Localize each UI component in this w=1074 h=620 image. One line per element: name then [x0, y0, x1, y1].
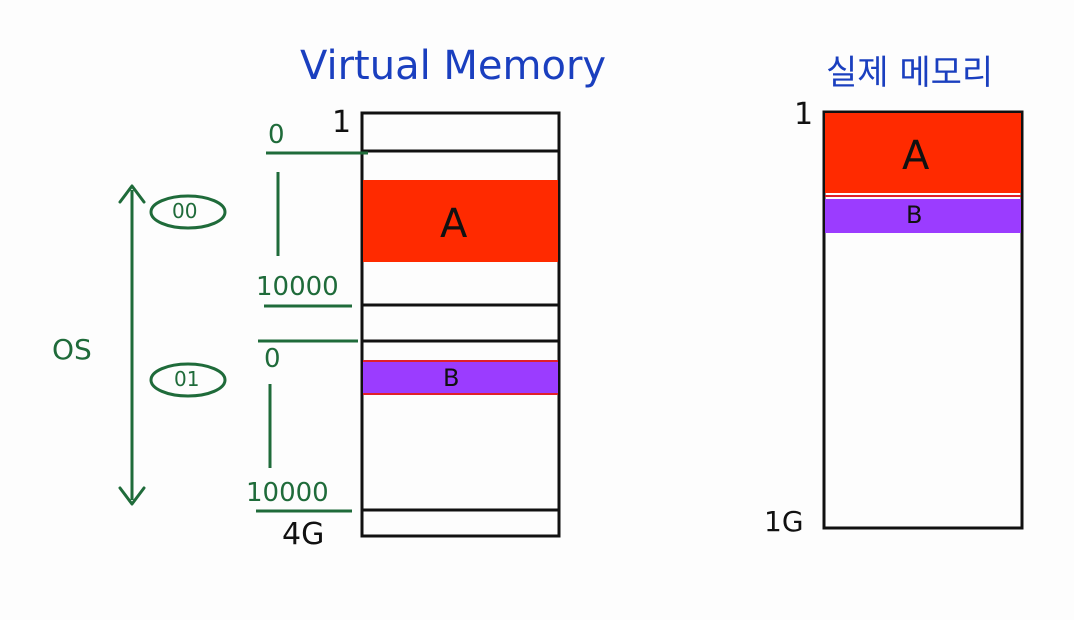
page-00-ellipse [149, 194, 227, 230]
virtual-segment-b [363, 361, 558, 394]
physical-segment-a-label: A [902, 133, 930, 179]
virtual-top-label: 1 [332, 105, 352, 140]
page-01-ellipse [149, 362, 227, 398]
virtual-memory-title: Virtual Memory [300, 43, 607, 89]
physical-segment-b-label: B [906, 201, 923, 229]
virtual-bottom-label: 4G [282, 517, 325, 552]
physical-bottom-label: 1G [764, 505, 804, 538]
page-01-end: 10000 [246, 478, 329, 508]
page-01-start: 0 [264, 344, 281, 374]
page-00-end: 10000 [256, 272, 339, 302]
os-arrow-head-down [118, 486, 146, 506]
virtual-segment-a [363, 180, 558, 262]
physical-top-label: 1 [794, 97, 814, 132]
virtual-memory-box [360, 111, 561, 538]
page-00-start: 0 [268, 120, 285, 150]
physical-segment-b [825, 199, 1021, 233]
page-01-id: 01 [174, 367, 200, 391]
virtual-segment-a-label: A [440, 201, 468, 247]
os-arrow-head-up [118, 184, 146, 204]
physical-segment-a [825, 113, 1021, 193]
physical-memory-box [822, 110, 1024, 530]
virtual-segment-b-label: B [443, 364, 460, 392]
page-00-id: 00 [172, 199, 198, 223]
os-label: OS [52, 333, 92, 366]
physical-memory-title: 실제 메모리 [826, 53, 994, 93]
